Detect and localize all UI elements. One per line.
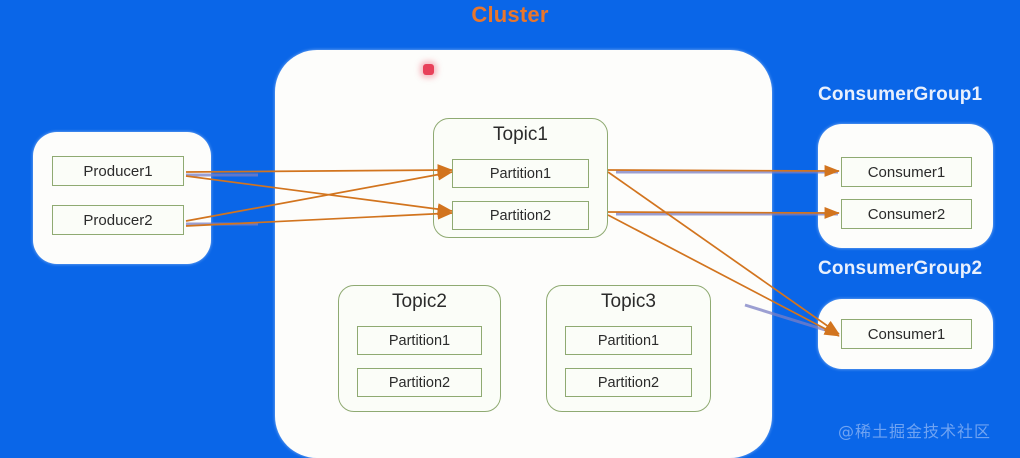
consumer-group-1-consumer-2[interactable]: Consumer2 xyxy=(841,199,972,229)
topic-3-partition-2[interactable]: Partition2 xyxy=(565,368,692,397)
producer-2-box[interactable]: Producer2 xyxy=(52,205,184,235)
producer-1-box[interactable]: Producer1 xyxy=(52,156,184,186)
watermark: @稀土掘金技术社区 xyxy=(838,422,992,441)
cluster-title: Cluster xyxy=(471,2,549,27)
topic-3-label: Topic3 xyxy=(601,291,656,312)
topic-1-partition-2[interactable]: Partition2 xyxy=(452,201,589,230)
consumer-group-2-consumer-1[interactable]: Consumer1 xyxy=(841,319,972,349)
topic-1-label: Topic1 xyxy=(493,124,548,145)
producer-panel xyxy=(33,132,211,264)
topic-2-label: Topic2 xyxy=(392,291,447,312)
topic-1-partition-1[interactable]: Partition1 xyxy=(452,159,589,188)
consumer-group-1-title: ConsumerGroup1 xyxy=(818,84,983,105)
topic-2-partition-2[interactable]: Partition2 xyxy=(357,368,482,397)
consumer-group-2-title: ConsumerGroup2 xyxy=(818,258,983,279)
topic-2-box[interactable]: Topic2 Partition1 Partition2 xyxy=(338,285,501,412)
topic-1-box[interactable]: Topic1 Partition1 Partition2 xyxy=(433,118,608,238)
topic-2-partition-1[interactable]: Partition1 xyxy=(357,326,482,355)
topic-3-box[interactable]: Topic3 Partition1 Partition2 xyxy=(546,285,711,412)
topic-3-partition-1[interactable]: Partition1 xyxy=(565,326,692,355)
record-dot-icon xyxy=(423,64,434,75)
consumer-group-1-consumer-1[interactable]: Consumer1 xyxy=(841,157,972,187)
